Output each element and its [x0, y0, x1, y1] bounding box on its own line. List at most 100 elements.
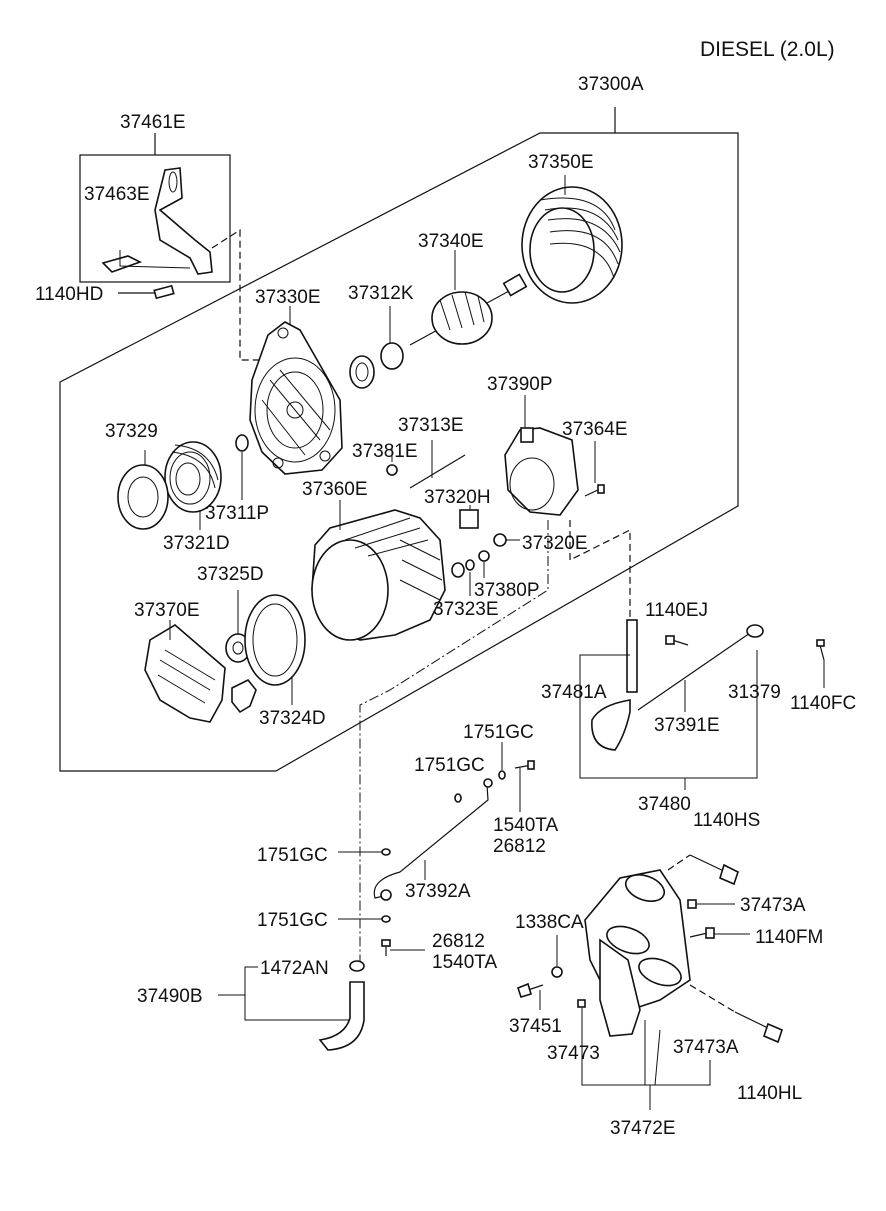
label-37321D: 37321D [163, 533, 230, 554]
oring-1751GC-b [454, 793, 462, 803]
label-1751GC-a: 1751GC [463, 722, 534, 743]
label-37323E: 37323E [433, 599, 499, 620]
label-1751GC-d: 1751GC [257, 910, 328, 931]
label-37480: 37480 [638, 794, 691, 815]
regulator-37390P [504, 427, 579, 516]
nut-37320E [493, 533, 507, 547]
label-37490B: 37490B [137, 986, 203, 1007]
brush-37320H [459, 509, 479, 529]
label-37324D: 37324D [259, 708, 326, 729]
label-1140FM: 1140FM [755, 927, 823, 948]
label-37350E: 37350E [528, 152, 594, 173]
hose-37490B [318, 981, 365, 1051]
label-1140HS: 1140HS [693, 810, 760, 831]
label-37311P: 37311P [205, 503, 269, 524]
clamp-31379 [746, 624, 764, 638]
label-37481A: 37481A [541, 682, 607, 703]
label-37392A: 37392A [405, 881, 471, 902]
nut-37381E [386, 464, 398, 476]
dash-wire-main [359, 520, 549, 965]
label-26812-b: 26812 [432, 931, 485, 952]
cover-37329 [117, 464, 169, 530]
label-26812-a: 26812 [493, 836, 546, 857]
label-37312K: 37312K [348, 283, 414, 304]
bolt-37364E [584, 484, 605, 497]
label-37325D: 37325D [197, 564, 264, 585]
leader-37490B [244, 966, 350, 1021]
label-37473A-a: 37473A [740, 895, 806, 916]
label-1540TA-b: 1540TA [432, 952, 497, 973]
leader-37472E-group [581, 1008, 711, 1086]
label-1751GC-c: 1751GC [257, 845, 328, 866]
label-1540TA-a: 1540TA [493, 815, 558, 836]
bolt-1140FC [816, 639, 825, 661]
label-37463E: 37463E [84, 184, 150, 205]
label-37472E: 37472E [610, 1118, 676, 1139]
alternator-assembly-frame [59, 132, 739, 772]
pulley-37321D [164, 441, 222, 513]
washer-37311P [235, 434, 249, 452]
nut-37473A-a [687, 899, 697, 909]
diagram-title: DIESEL (2.0L) [700, 38, 835, 61]
label-1140HD: 1140HD [35, 284, 103, 305]
tube-37392A [373, 784, 489, 899]
pipe-37481A [626, 619, 638, 693]
label-37300A: 37300A [578, 74, 644, 95]
label-37360E: 37360E [302, 479, 368, 500]
label-37370E: 37370E [134, 600, 200, 621]
washer-37323E-b [465, 559, 475, 571]
label-37391E: 37391E [654, 715, 720, 736]
label-37320H: 37320H [424, 487, 491, 508]
label-1751GC-b: 1751GC [414, 755, 485, 776]
label-37381E: 37381E [352, 441, 418, 462]
hose-37481A [591, 699, 631, 751]
washer-1338CA [551, 966, 563, 978]
label-37313E: 37313E [398, 415, 464, 436]
label-37380P: 37380P [474, 580, 540, 601]
nut-37380P [478, 550, 490, 562]
label-37451: 37451 [509, 1016, 562, 1037]
dash-bracket-link [211, 228, 268, 361]
leader-37481A-37480 [579, 650, 758, 779]
label-37473A-b: 37473A [673, 1037, 739, 1058]
label-37473: 37473 [547, 1043, 600, 1064]
bolt-37313E [409, 454, 466, 489]
label-37390P: 37390P [487, 374, 553, 395]
label-37330E: 37330E [255, 287, 321, 308]
bracket-37472E [584, 869, 691, 1037]
label-1140FC: 1140FC [790, 693, 856, 714]
tube-37391E [637, 632, 751, 711]
bolt-1140HL [734, 1011, 783, 1044]
bearing-37312K [349, 342, 404, 389]
oring-1751GC-d [381, 915, 391, 923]
front-housing-37330E [249, 321, 343, 475]
oring-1751GC-a [498, 770, 506, 780]
washer-37323E-a [451, 562, 465, 578]
label-31379: 31379 [728, 682, 781, 703]
label-1140HL: 1140HL [737, 1083, 802, 1104]
label-1140EJ: 1140EJ [645, 600, 708, 621]
bolt-1140EJ [665, 635, 689, 646]
rectifier-37370E [144, 624, 257, 723]
nut-37473 [577, 999, 586, 1008]
rotor-37340E [409, 273, 528, 346]
label-37364E: 37364E [562, 419, 628, 440]
label-37320E: 37320E [522, 533, 588, 554]
label-1472AN: 1472AN [260, 958, 329, 979]
bolt-1140FM [689, 927, 715, 939]
label-37340E: 37340E [418, 231, 484, 252]
bolt-37451 [517, 982, 544, 998]
leader-37463E [119, 250, 191, 269]
stator-37350E [521, 186, 623, 304]
rear-housing-37360E [311, 509, 446, 641]
bolt-1540TA-b [381, 939, 391, 956]
bolt-1540TA-a [514, 760, 535, 770]
clamp-1472AN [349, 960, 365, 972]
label-37461E: 37461E [120, 112, 186, 133]
bolt-1140HD [118, 284, 175, 300]
oring-1751GC-c [381, 848, 391, 856]
plate-37324D [244, 594, 306, 686]
bolt-1140HS [689, 854, 739, 886]
label-1338CA: 1338CA [515, 912, 584, 933]
